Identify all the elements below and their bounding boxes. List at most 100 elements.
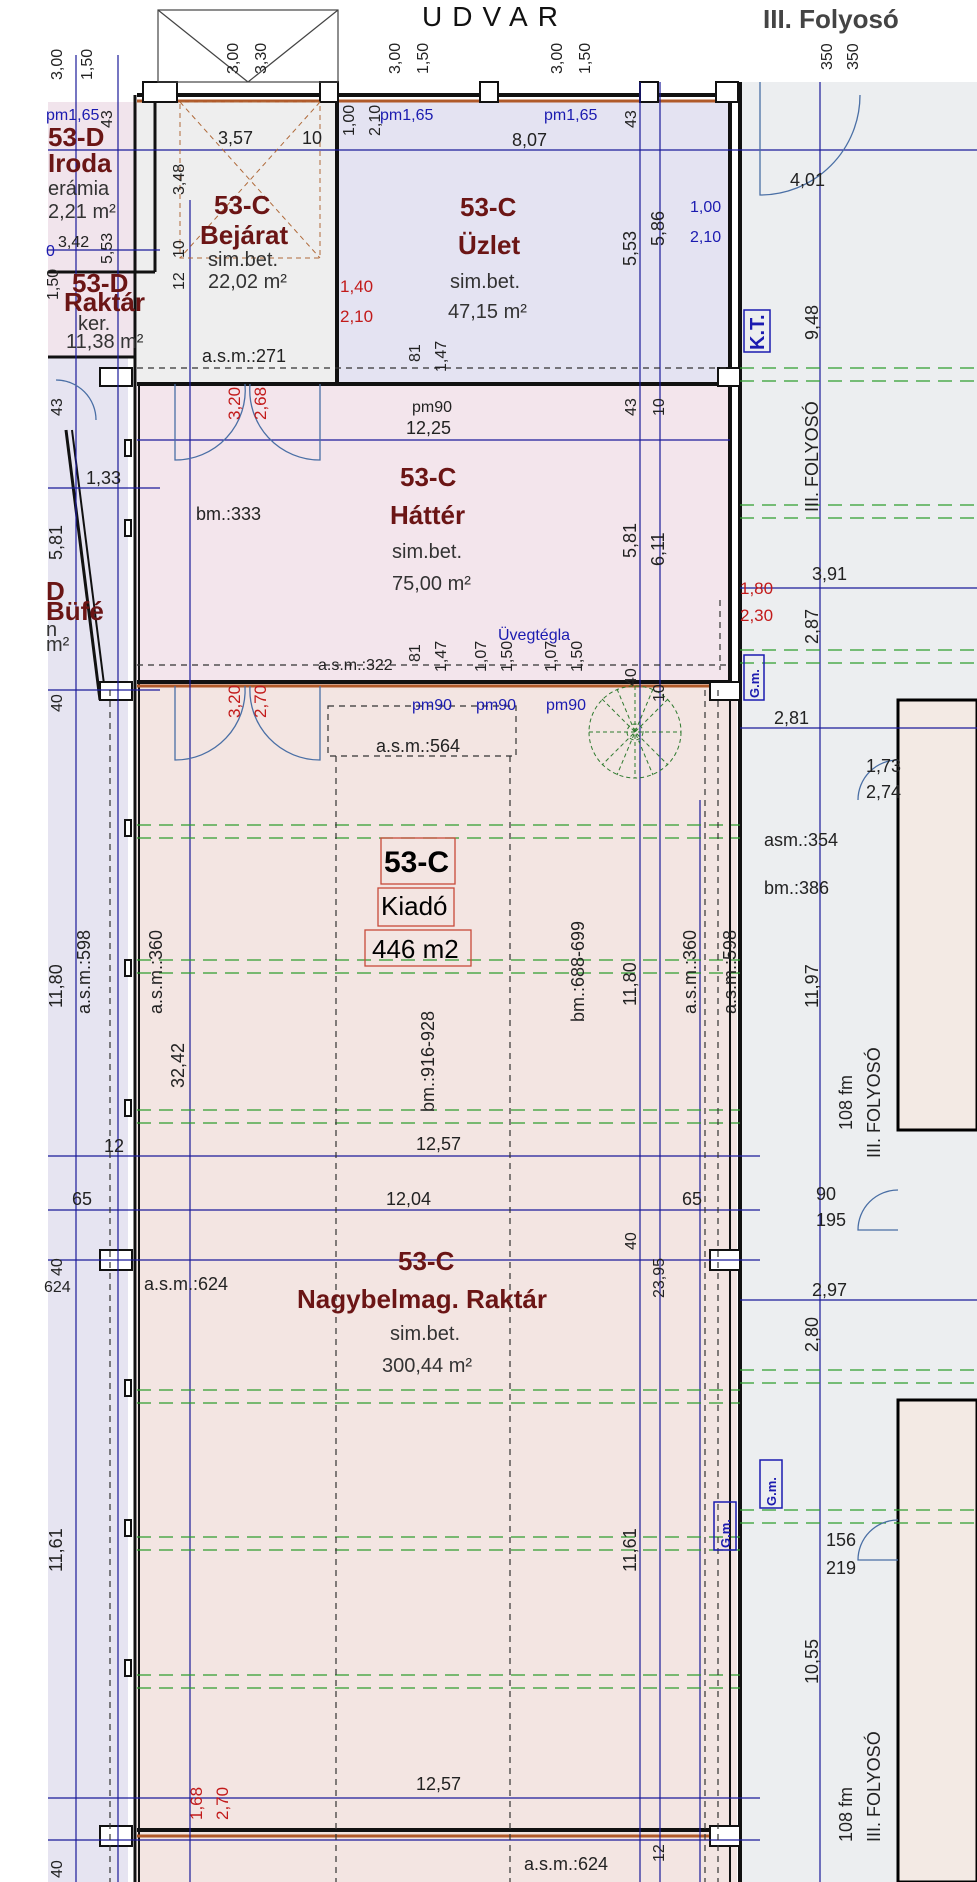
door-label: 2,68: [251, 387, 270, 420]
room-fills: [48, 82, 977, 1882]
door-label: 1,80: [740, 579, 773, 598]
dim-label: 3,00: [225, 43, 242, 74]
room-iroda-label: pm1,65 53-D Iroda erámia 2,21 m²: [46, 107, 116, 223]
gm-tag: G.m.: [718, 1519, 733, 1548]
dim-label: 5,53: [99, 233, 116, 264]
dim-label: 43: [623, 398, 640, 416]
dim-label: pm1,65: [380, 107, 433, 124]
dim-label: 81: [407, 344, 424, 362]
room-area: m²: [46, 634, 70, 656]
dim-label: a.s.m.:624: [524, 1854, 608, 1874]
dim-label: 40: [49, 694, 66, 712]
dim-label: 1,47: [433, 341, 450, 372]
column: [319, 81, 339, 103]
dim-label: 40: [49, 1258, 66, 1276]
spiral-staircase[interactable]: [588, 685, 682, 779]
door-label: 2,10: [690, 229, 721, 246]
room-id: 53-C: [460, 192, 517, 222]
room-name: Büfé: [46, 596, 104, 626]
room-kiado-fill[interactable]: [137, 682, 737, 1882]
dim-label: 1,07: [473, 641, 490, 672]
dim-label: 5,81: [46, 525, 66, 560]
dim-label: 32,42: [168, 1043, 188, 1088]
door-swing[interactable]: [857, 1519, 899, 1561]
dim-label: 350: [819, 43, 836, 70]
room-bejarat-fill[interactable]: [137, 102, 337, 384]
dim-label: 350: [845, 43, 862, 70]
dim-label: 12,04: [386, 1189, 431, 1209]
door-swing[interactable]: [174, 383, 246, 461]
room-uzlet-fill[interactable]: [337, 102, 730, 384]
door-label: 3,20: [225, 685, 244, 718]
dim-label: 1,50: [577, 43, 594, 74]
room-name: Iroda: [48, 148, 112, 178]
room-name: Üzlet: [458, 230, 520, 260]
corridor-asm: asm.:354: [764, 830, 838, 850]
column: [715, 81, 739, 103]
column: [639, 81, 659, 103]
kt-tag: K.T.: [747, 314, 769, 350]
column: [124, 1659, 132, 1677]
door-label: 3,20: [225, 387, 244, 420]
room-material: erámia: [48, 178, 110, 200]
dim-label: 12,57: [416, 1134, 461, 1154]
room-id: 53-C: [398, 1246, 455, 1276]
door-swing[interactable]: [759, 82, 861, 196]
dim-label: 5,53: [620, 231, 640, 266]
dim-label: 40: [49, 1860, 66, 1878]
wall-diag-left: [64, 429, 102, 701]
room-material: ker.: [78, 313, 110, 335]
door-swing[interactable]: [857, 759, 899, 801]
canopy: [157, 9, 339, 83]
door-swing[interactable]: [249, 383, 321, 461]
courtyard-label: UDVAR: [422, 1, 568, 32]
dim-label: a.s.m.:322: [318, 657, 393, 674]
door-swing[interactable]: [249, 685, 321, 761]
dim-label: bm.:916-928: [418, 1011, 438, 1112]
room-hatter-fill[interactable]: [137, 386, 730, 682]
column: [99, 681, 133, 701]
room-bufe-label: D Büfé n m²: [46, 576, 104, 656]
column: [709, 681, 741, 701]
room-area: 11,38 m²: [66, 331, 144, 353]
dim-label: 43: [99, 110, 116, 128]
corridor-bm: bm.:386: [764, 878, 829, 898]
dim-label: 12,57: [416, 1774, 461, 1794]
dim-label: pm90: [546, 697, 586, 714]
dim-label: 3,00: [49, 49, 66, 80]
dim-label: 81: [407, 644, 424, 662]
dim-label: 0: [46, 243, 55, 260]
dim-label: 40: [623, 1232, 640, 1250]
dim-label: 3,57: [218, 128, 253, 148]
dim-label: 12: [104, 1136, 124, 1156]
room-id: D: [46, 576, 65, 606]
right-block-1: [896, 698, 977, 1132]
dashed-outlines: [109, 367, 730, 1882]
dim-label: bm.:688-699: [568, 921, 588, 1022]
door-label: 195: [816, 1210, 846, 1230]
column: [124, 519, 132, 537]
room-bejarat-label: 53-C Bejárat sim.bet. 22,02 m²: [200, 190, 288, 293]
dim-label: a.s.m.:271: [202, 346, 286, 366]
door-swing[interactable]: [174, 685, 246, 761]
room-id: 53-C: [400, 462, 457, 492]
dim-label: 1,00: [341, 105, 358, 136]
dim-label: pm1,65: [544, 107, 597, 124]
dim-label: 12: [171, 272, 188, 290]
column: [124, 819, 132, 837]
room-name: Háttér: [390, 500, 465, 530]
door-swing[interactable]: [857, 1189, 899, 1231]
room-id: 53-C: [214, 190, 271, 220]
corridor-length: 10,55: [802, 1639, 822, 1684]
dim-label: 1,68: [187, 1787, 206, 1820]
dim-label: 1,07: [543, 641, 560, 672]
dim-label: 23,95: [651, 1258, 668, 1298]
door-swing[interactable]: [55, 379, 97, 421]
room-raktar-d-fill[interactable]: [48, 272, 134, 357]
dim-label: 5,81: [620, 523, 640, 558]
tag-boxes: [713, 309, 783, 1551]
dim-label: 11,80: [46, 964, 66, 1008]
corridor-length: 11,97: [802, 964, 822, 1008]
right-block-2: [896, 1398, 977, 1882]
